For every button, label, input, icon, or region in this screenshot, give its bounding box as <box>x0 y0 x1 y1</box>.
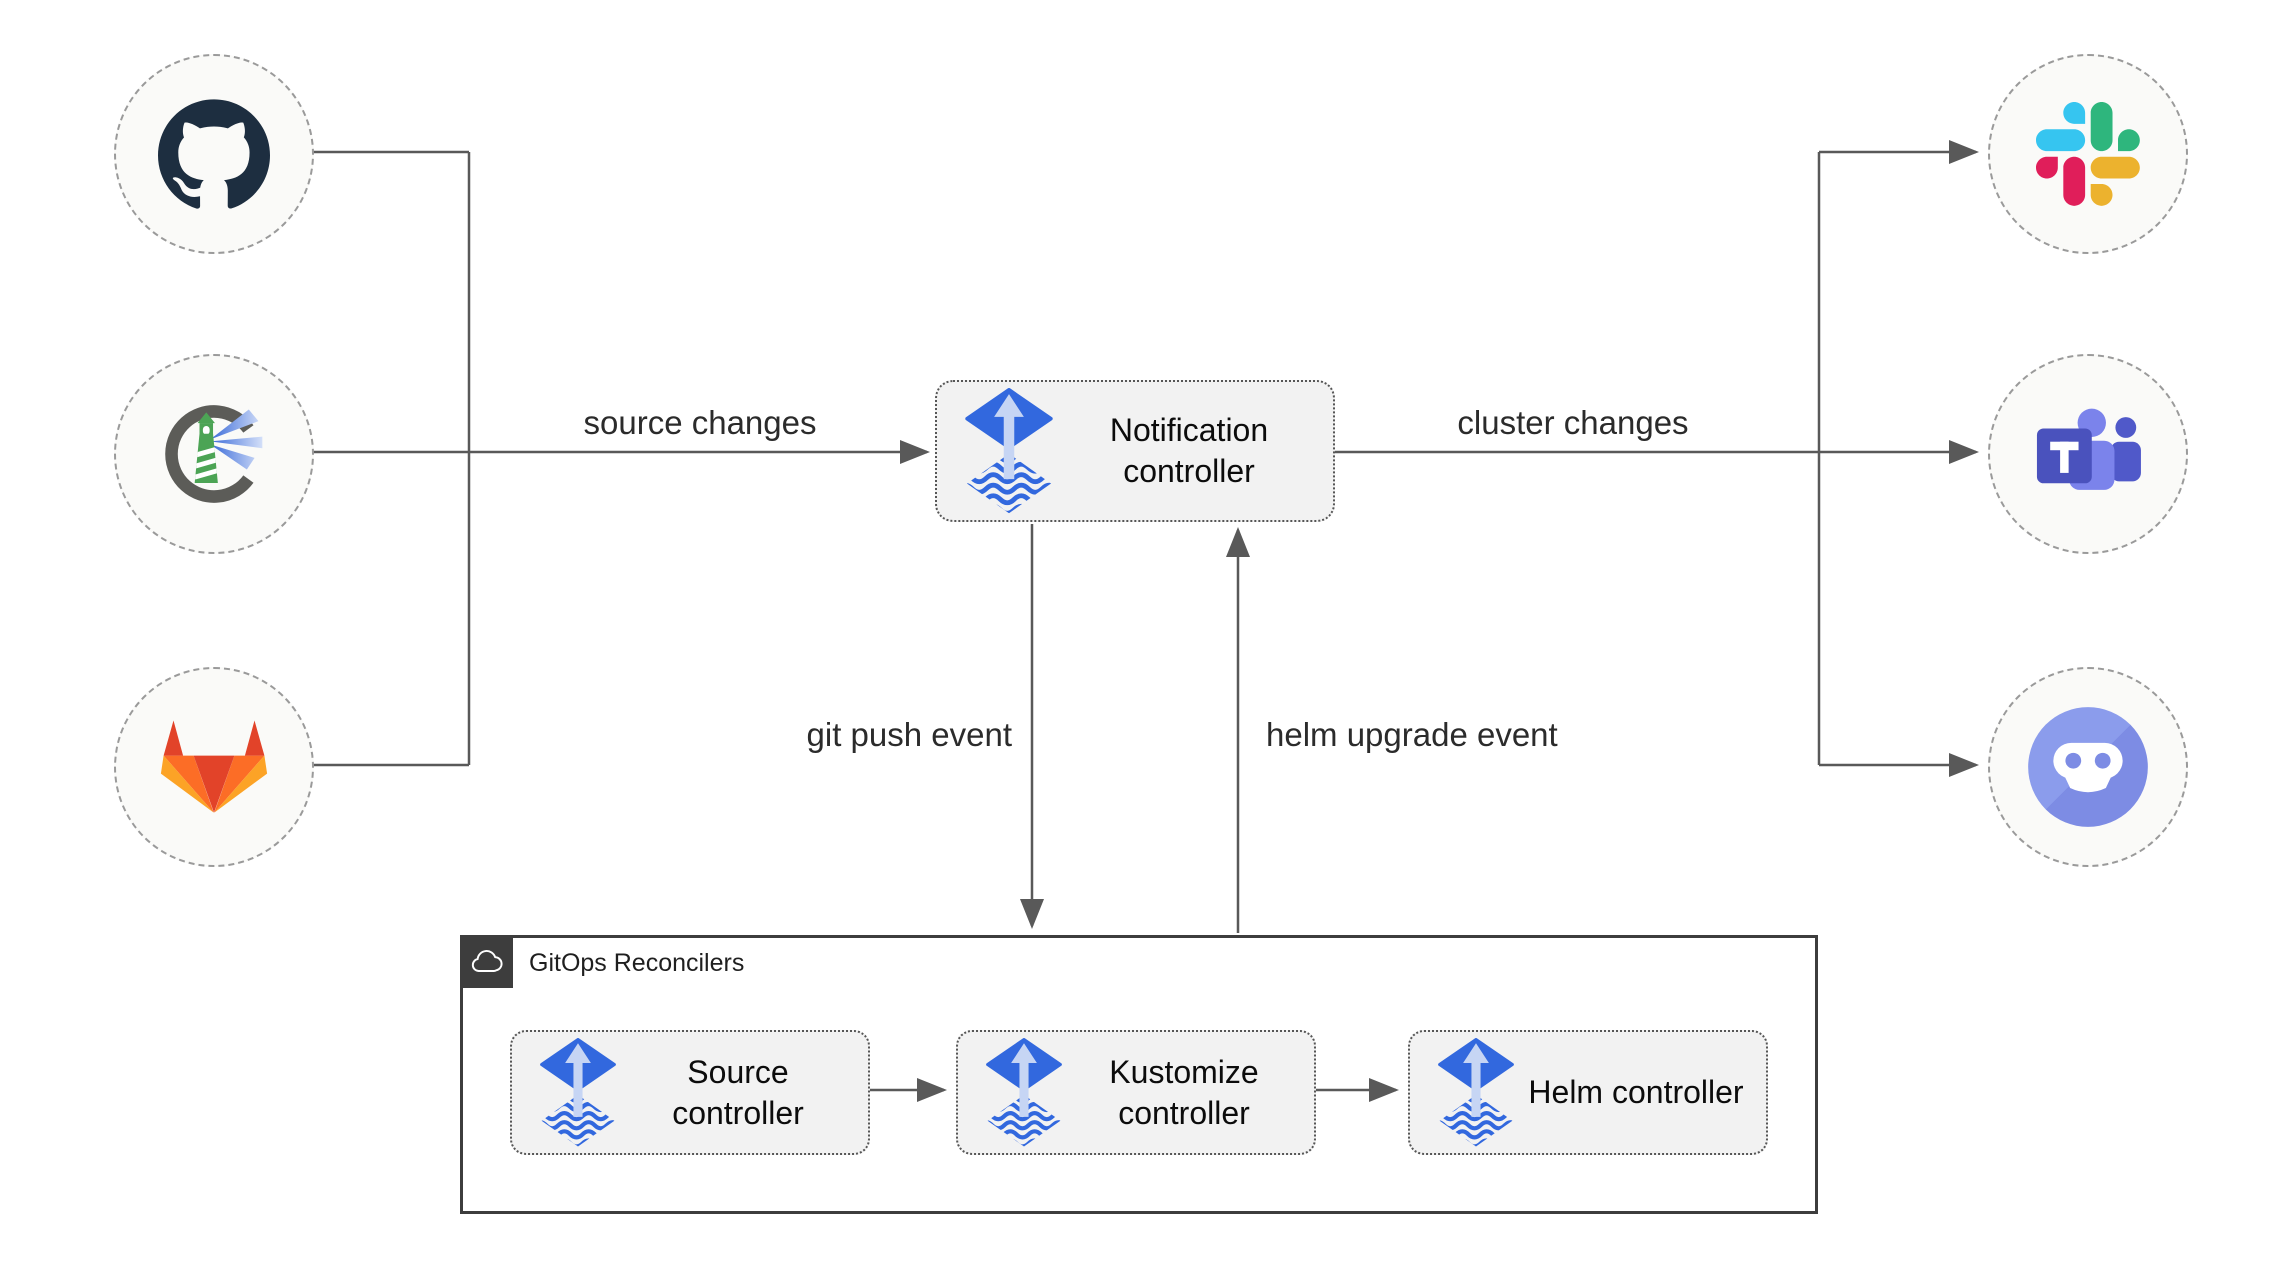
node-discord <box>1988 667 2188 867</box>
node-source-controller: Source controller <box>510 1030 870 1155</box>
kustomize-controller-label: Kustomize controller <box>1109 1053 1259 1131</box>
node-github <box>114 54 314 254</box>
edge-label-cluster-changes: cluster changes <box>1457 404 1689 441</box>
flux-icon <box>1438 1038 1514 1148</box>
gitops-corner-badge <box>460 935 513 988</box>
discord-icon <box>2028 707 2148 827</box>
gitops-reconcilers-title: GitOps Reconcilers <box>529 949 745 977</box>
cloud-icon <box>471 949 503 972</box>
flux-icon <box>540 1038 616 1148</box>
harbor-icon <box>165 405 263 503</box>
node-kustomize-controller: Kustomize controller <box>956 1030 1316 1155</box>
flux-icon <box>986 1038 1062 1148</box>
helm-controller-label: Helm controller <box>1528 1074 1744 1111</box>
edge-label-source-changes: source changes <box>583 404 817 441</box>
gitops-reconcilers-box: GitOps Reconcilers Source controller Kus… <box>460 935 1818 1214</box>
edge-label-git-push-event: git push event <box>806 716 1012 753</box>
edge-label-helm-upgrade-event: helm upgrade event <box>1266 716 1558 753</box>
node-microsoft-teams <box>1988 354 2188 554</box>
node-slack <box>1988 54 2188 254</box>
gitlab-icon <box>160 720 268 813</box>
slack-icon <box>2036 102 2140 206</box>
node-notification-controller: Notification controller <box>935 380 1335 522</box>
node-helm-controller: Helm controller <box>1408 1030 1768 1155</box>
node-harbor <box>114 354 314 554</box>
flux-icon <box>965 388 1053 515</box>
notification-controller-label: Notification controller <box>1109 412 1269 489</box>
github-icon <box>158 99 270 209</box>
node-gitlab <box>114 667 314 867</box>
source-controller-label: Source controller <box>672 1053 804 1131</box>
teams-icon <box>2036 408 2141 490</box>
